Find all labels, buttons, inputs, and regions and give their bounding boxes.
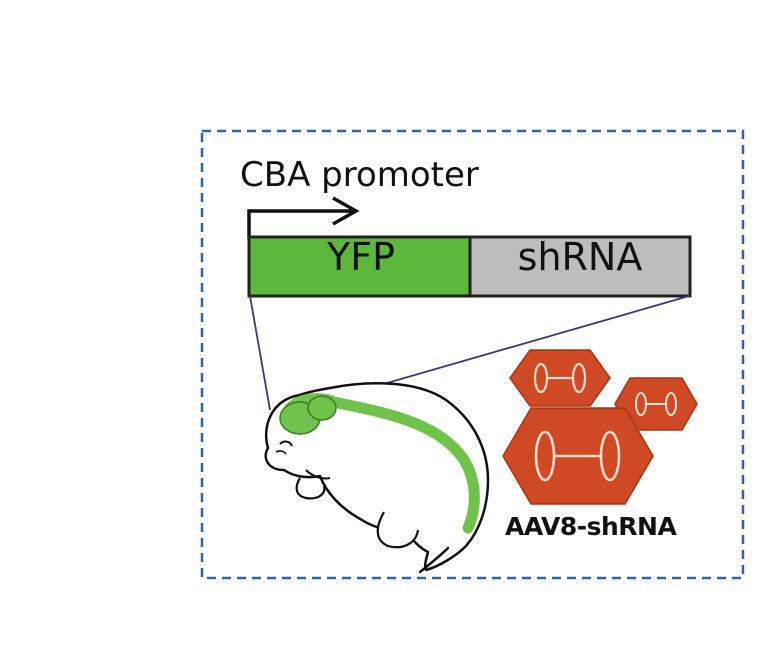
promoter-label: CBA promoter xyxy=(240,155,479,195)
connector-line-right xyxy=(334,295,690,399)
shrna-segment xyxy=(468,235,692,298)
neonatal-mouse-icon xyxy=(264,382,490,574)
connector-line-left xyxy=(249,295,271,411)
vector-label: AAV8-shRNA xyxy=(505,512,677,541)
right-angle-arrow-icon xyxy=(247,196,360,239)
aav-capsid-icon xyxy=(614,377,698,431)
aav-capsid-icon xyxy=(502,407,654,505)
yfp-label: YFP xyxy=(327,235,395,279)
aav-capsid-icon xyxy=(509,349,611,407)
yfp-segment xyxy=(247,235,472,298)
dashed-frame xyxy=(200,129,745,580)
shrna-label: shRNA xyxy=(517,235,643,279)
